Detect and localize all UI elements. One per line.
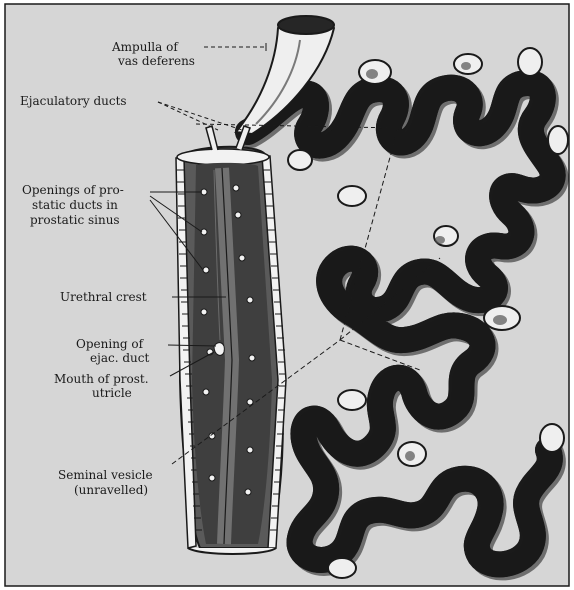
label-ampulla-line2: vas deferens [118,54,195,68]
label-ejaculatory-ducts: Ejaculatory ducts [20,94,127,108]
label-mouth-line1: Mouth of prost. [54,372,149,386]
label-ampulla-line1: Ampulla of [112,40,178,54]
label-urethral-crest: Urethral crest [60,290,147,304]
label-openings-line3: prostatic sinus [30,213,120,227]
label-seminal-line1: Seminal vesicle [58,468,153,482]
label-mouth-line2: utricle [92,386,132,400]
label-openings-line1: Openings of pro- [22,183,124,197]
label-openings-line2: static ducts in [32,198,118,212]
label-opening-ejac-line1: Opening of [76,337,143,351]
prostatic-urethra [176,126,286,554]
label-opening-ejac-line2: ejac. duct [90,351,149,365]
label-seminal-line2: (unravelled) [74,483,148,497]
